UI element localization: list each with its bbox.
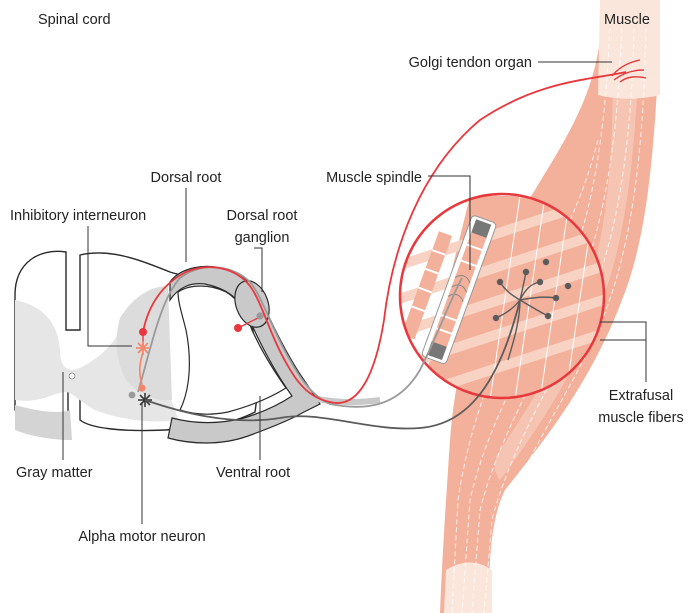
muscle-spindle-label: Muscle spindle	[326, 170, 422, 186]
extrafusal-label-line1: Extrafusal	[609, 388, 673, 404]
dorsal-root-ganglion-label-line2: ganglion	[235, 230, 290, 246]
gray-matter-label: Gray matter	[16, 465, 93, 481]
muscle-label: Muscle	[604, 12, 650, 28]
dorsal-root-ganglion-label-line1: Dorsal root	[227, 208, 298, 224]
inhibitory-interneuron-label: Inhibitory interneuron	[10, 208, 146, 224]
alpha-motor-neuron-label: Alpha motor neuron	[78, 529, 205, 545]
extrafusal-label-line2: muscle fibers	[598, 410, 683, 426]
ventral-root-label: Ventral root	[216, 465, 290, 481]
dorsal-root-label: Dorsal root	[151, 170, 222, 186]
golgi-tendon-organ-label: Golgi tendon organ	[409, 55, 532, 71]
spinal-cord-label: Spinal cord	[38, 12, 111, 28]
